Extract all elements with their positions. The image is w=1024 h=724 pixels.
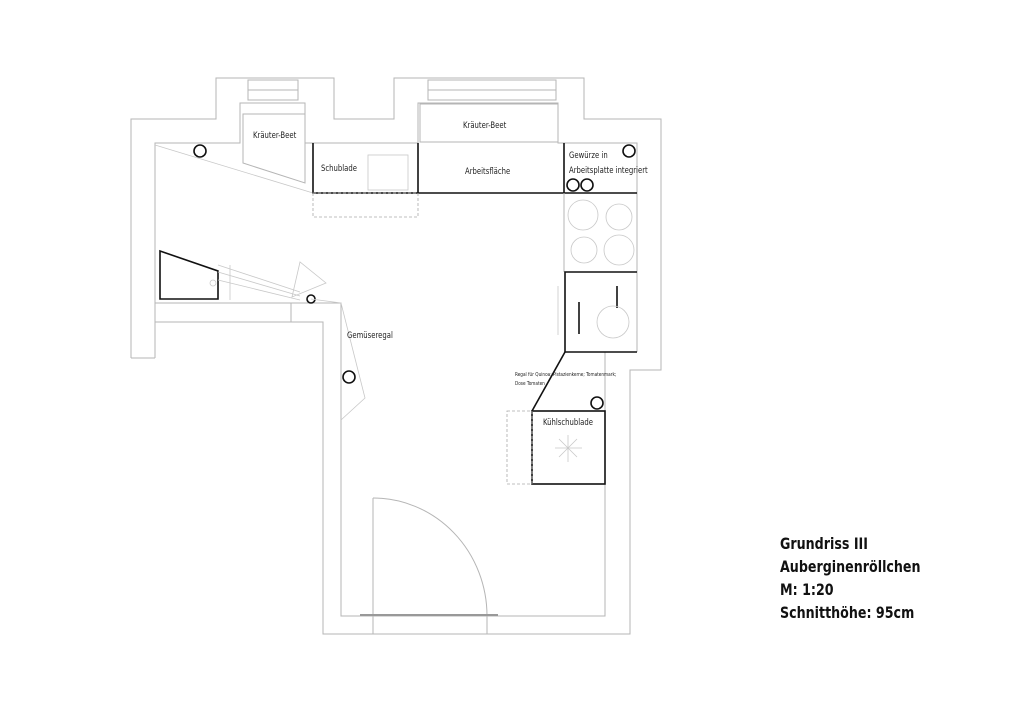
drawer-open-outline bbox=[312, 192, 419, 218]
pipe-circle bbox=[590, 396, 604, 410]
plan-scale: M: 1:20 bbox=[780, 580, 834, 599]
cooling-drawer-open-outline bbox=[506, 410, 533, 485]
burner bbox=[567, 199, 599, 231]
burner bbox=[605, 203, 633, 231]
herb-bed-2 bbox=[419, 103, 559, 143]
drawer-inner bbox=[367, 154, 409, 191]
oven-door-swing bbox=[596, 305, 630, 339]
drawer-label: Schublade bbox=[321, 164, 357, 174]
worktop-label: Arbeitsfläche bbox=[465, 167, 511, 177]
plan-title: Grundriss III bbox=[780, 534, 868, 553]
diagonal-counter-edge bbox=[154, 144, 314, 194]
pipe-circle bbox=[342, 370, 356, 384]
pipe-circle bbox=[193, 144, 207, 158]
shelf-edge bbox=[531, 351, 566, 412]
plan-cut-height: Schnitthöhe: 95cm bbox=[780, 603, 915, 622]
herb-bed-1-label: Kräuter-Beet bbox=[253, 131, 297, 141]
vegetable-shelf-label: Gemüseregal bbox=[347, 331, 393, 341]
spices-label: Gewürze in Arbeitsplatte integriert bbox=[569, 151, 648, 176]
inner-wall-lower bbox=[155, 302, 606, 617]
pipe-circle bbox=[622, 144, 636, 158]
herb-bed-1 bbox=[242, 113, 306, 184]
pipe-circle bbox=[306, 294, 316, 304]
door-swing-arc bbox=[372, 497, 488, 617]
sink-drainboard bbox=[217, 261, 327, 301]
snowflake-icon bbox=[555, 435, 582, 462]
shelf-note-label: Regal für Quinoa; Pistazienkerne; Tomate… bbox=[515, 372, 617, 387]
sink bbox=[159, 249, 219, 300]
burner bbox=[570, 236, 598, 264]
oven bbox=[564, 271, 637, 353]
herb-bed-2-label: Kräuter-Beet bbox=[463, 121, 507, 131]
title-block: Grundriss III Auberginenröllchen M: 1:20… bbox=[780, 532, 921, 624]
outer-wall bbox=[130, 77, 662, 635]
inner-wall bbox=[154, 102, 638, 358]
sink-drain bbox=[209, 279, 217, 287]
cooling-drawer-label: Kühlschublade bbox=[543, 418, 593, 428]
spice-circle bbox=[566, 178, 580, 192]
spice-circle bbox=[580, 178, 594, 192]
burner bbox=[603, 234, 635, 266]
plan-subtitle: Auberginenröllchen bbox=[780, 557, 921, 576]
vegetable-shelf-outline bbox=[310, 298, 366, 421]
